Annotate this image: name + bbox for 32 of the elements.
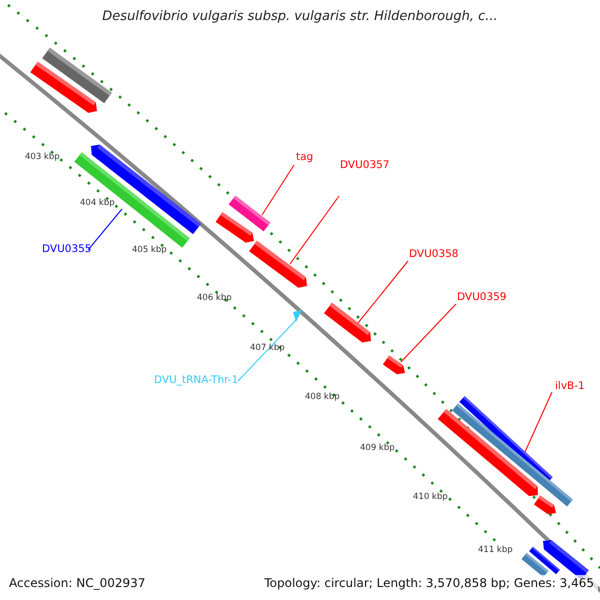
gene-label: ilvB-1 [555,380,585,392]
gene-label: DVU0359 [457,291,506,303]
gene-feature [216,212,254,243]
gene-label: DVU0357 [340,159,390,171]
gene-feature [529,546,560,574]
leader-line [238,320,296,382]
scale-label: 405 kbp [132,245,167,255]
leader-line [358,260,408,324]
leader-line [262,164,294,216]
gene-feature [534,496,556,514]
scale-label: 409 kbp [360,443,395,453]
leader-line [290,196,340,264]
gene-label: DVU_tRNA-Thr-1 [154,374,238,386]
gene-feature [249,240,307,288]
gene-feature [324,302,371,342]
gene-feature [382,356,405,374]
diagram-title: Desulfovibrio vulgaris subsp. vulgaris str. Hildenborough, c... [101,9,499,24]
leader-line [88,208,122,250]
accession-text: Accession: NC_002937 [8,575,146,591]
gene-label: tag [296,151,314,163]
scale-label: 410 kbp [413,492,448,502]
scale-label: 403 kbp [25,152,60,162]
leader-line [400,304,456,362]
scale-label: 411 kbp [478,545,513,555]
trna-marker [293,310,302,322]
gene-feature [30,62,97,113]
scale-label: 404 kbp [80,198,115,208]
scale-label: 406 kbp [197,293,232,303]
scale-label: 407 kbp [250,343,285,353]
scale-label: 408 kbp [305,392,340,402]
gene-label: DVU0355 [42,243,92,255]
gene-label: DVU0358 [409,248,458,260]
